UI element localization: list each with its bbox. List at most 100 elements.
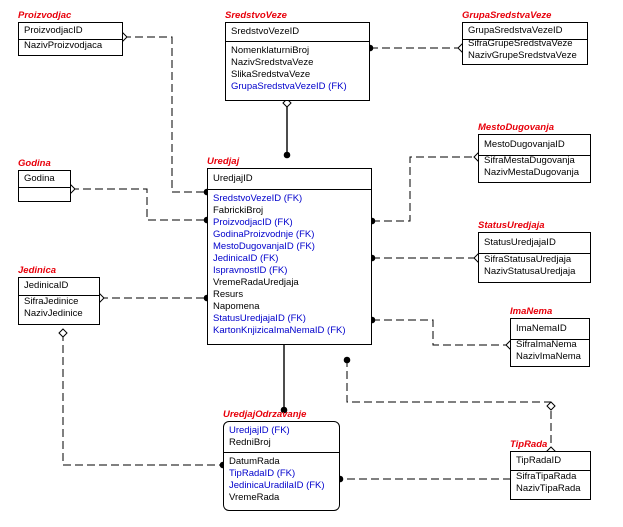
pk-attribute: ProizvodjacID [24,25,83,36]
attribute: NazivTipaRada [516,483,581,494]
rel-end-dot [343,356,351,364]
rel-diamond [58,328,68,338]
primary-key-section: TipRadaID [511,452,590,471]
attribute: NazivMestaDugovanja [484,167,580,178]
pk-attribute: UredjajID (FK) [229,425,290,436]
attribute-section [19,185,70,201]
attribute: SifraGrupeSredstvaVeze [468,38,573,49]
attribute: NazivJedinice [24,308,83,319]
attribute: TipRadaID (FK) [229,468,296,479]
entity-name: Proizvodjac [18,10,72,21]
rel-uredjaj-tiprada [346,359,551,403]
pk-attribute: GrupaSredstvaVezeID [468,25,563,36]
attribute: SifraMestaDugovanja [484,155,575,166]
attribute: GodinaProizvodnje (FK) [213,229,315,240]
attribute: Resurs [213,289,244,300]
entity-box: ProizvodjacID NazivProizvodjaca [18,22,123,56]
entity-name: Uredjaj [207,156,240,167]
entity-name: TipRada [510,439,548,450]
attribute: JedinicaID (FK) [213,253,279,264]
rel-godina-uredjaj [71,188,207,221]
attribute-section: NazivProizvodjaca [19,37,122,55]
attribute: NazivGrupeSredstvaVeze [468,50,577,61]
attribute: NazivStatusaUredjaja [484,266,576,277]
attribute: DatumRada [229,456,280,467]
primary-key-section: SredstvoVezeID [226,23,369,42]
attribute: NazivImaNema [516,351,581,362]
entity-name: UredjajOdrzavanje [223,409,307,420]
entity-name: Jedinica [18,265,57,276]
rel-diamond [282,98,292,108]
pk-attribute: TipRadaID [516,455,562,466]
pk-attribute: Godina [24,173,55,184]
entity-name: SredstvoVeze [225,10,287,21]
primary-key-section: ProizvodjacID [19,23,122,40]
attribute: SifraImaNema [516,339,577,350]
primary-key-section: GrupaSredstvaVezeID [463,23,587,40]
rel-mesto-uredjaj [372,156,478,222]
primary-key-section: JedinicaID [19,278,99,296]
attribute: MestoDugovanjaID (FK) [213,241,315,252]
entity-name: MestoDugovanja [478,122,555,133]
attribute: NazivProizvodjaca [24,40,103,51]
primary-key-section: Godina [19,171,70,188]
primary-key-section: UredjajID (FK)RedniBroj [224,422,339,453]
primary-key-section: ImaNemaID [511,319,589,340]
attribute: GrupaSredstvaVezeID (FK) [231,81,347,92]
entity-box: Godina [18,170,71,202]
pk-attribute: MestoDugovanjaID [484,139,565,150]
attribute: ProizvodjacID (FK) [213,217,293,228]
attribute: SifraStatusaUredjaja [484,254,572,265]
attribute: JedinicaUradilaID (FK) [229,480,325,491]
pk-attribute: UredjajID [213,173,253,184]
attribute: FabrickiBroj [213,205,264,216]
pk-attribute: RedniBroj [229,437,271,448]
pk-attribute: ImaNemaID [516,323,567,334]
rel-jedinica-odrzavanje [62,333,223,466]
entity-name: StatusUredjaja [478,220,545,231]
entity-box: UredjajID SredstvoVezeID (FK)FabrickiBroj… [207,168,372,345]
rel-end-dot [280,406,288,414]
attribute: KartonKnjizicaImaNemaID (FK) [213,325,346,336]
entity-name: GrupaSredstvaVeze [462,10,552,21]
primary-key-section: MestoDugovanjaID [479,135,590,156]
attribute: SifraTipaRada [516,471,577,482]
pk-attribute: SredstvoVezeID [231,26,300,37]
attribute: StatusUredjajaID (FK) [213,313,306,324]
primary-key-section: UredjajID [208,169,371,190]
attribute: SlikaSredstvaVeze [231,69,311,80]
attribute: VremeRada [229,492,280,503]
attribute: SifraJedinice [24,296,79,307]
rel-proizvodjac-uredjaj [123,36,207,193]
pk-attribute: StatusUredjajaID [484,237,556,248]
attribute: VremeRadaUredjaja [213,277,299,288]
primary-key-section: StatusUredjajaID [479,233,590,254]
rel-imanema-uredjaj [372,319,510,346]
